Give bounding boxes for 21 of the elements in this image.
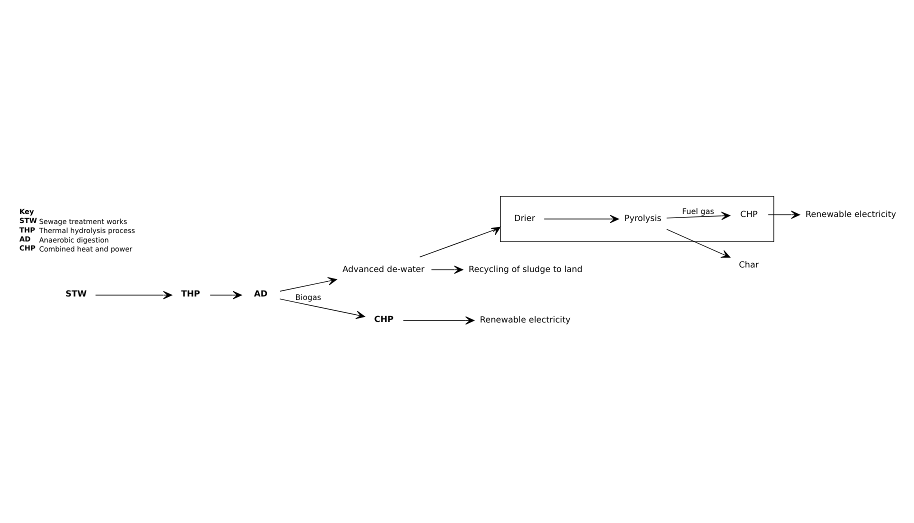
label: Combined heat and power bbox=[39, 244, 132, 253]
node-text: AD bbox=[254, 288, 268, 298]
label: AD bbox=[19, 234, 31, 244]
label: Key bbox=[19, 206, 34, 216]
node-text: Renewable electricity bbox=[806, 208, 896, 218]
node-text: Renewable electricity bbox=[480, 314, 571, 324]
label: Thermal hydrolysis process bbox=[39, 226, 136, 235]
label: THP bbox=[19, 224, 36, 234]
node-text: Advanced de-water bbox=[342, 263, 424, 274]
label: Anaerobic digestion bbox=[39, 234, 109, 244]
node-text: CHP bbox=[740, 208, 758, 218]
node-text: Pyrolysis bbox=[624, 212, 662, 223]
node-text: STW bbox=[66, 288, 87, 298]
label: STW bbox=[19, 216, 37, 225]
node-text: THP bbox=[181, 288, 200, 298]
label: CHP bbox=[19, 243, 36, 252]
node-text: Drier bbox=[514, 212, 536, 223]
label: Sewage treatment works bbox=[39, 216, 128, 226]
node-text: Char bbox=[738, 259, 759, 270]
node-text: Recycling of sludge to land bbox=[468, 263, 583, 274]
node-text: CHP bbox=[374, 313, 394, 324]
